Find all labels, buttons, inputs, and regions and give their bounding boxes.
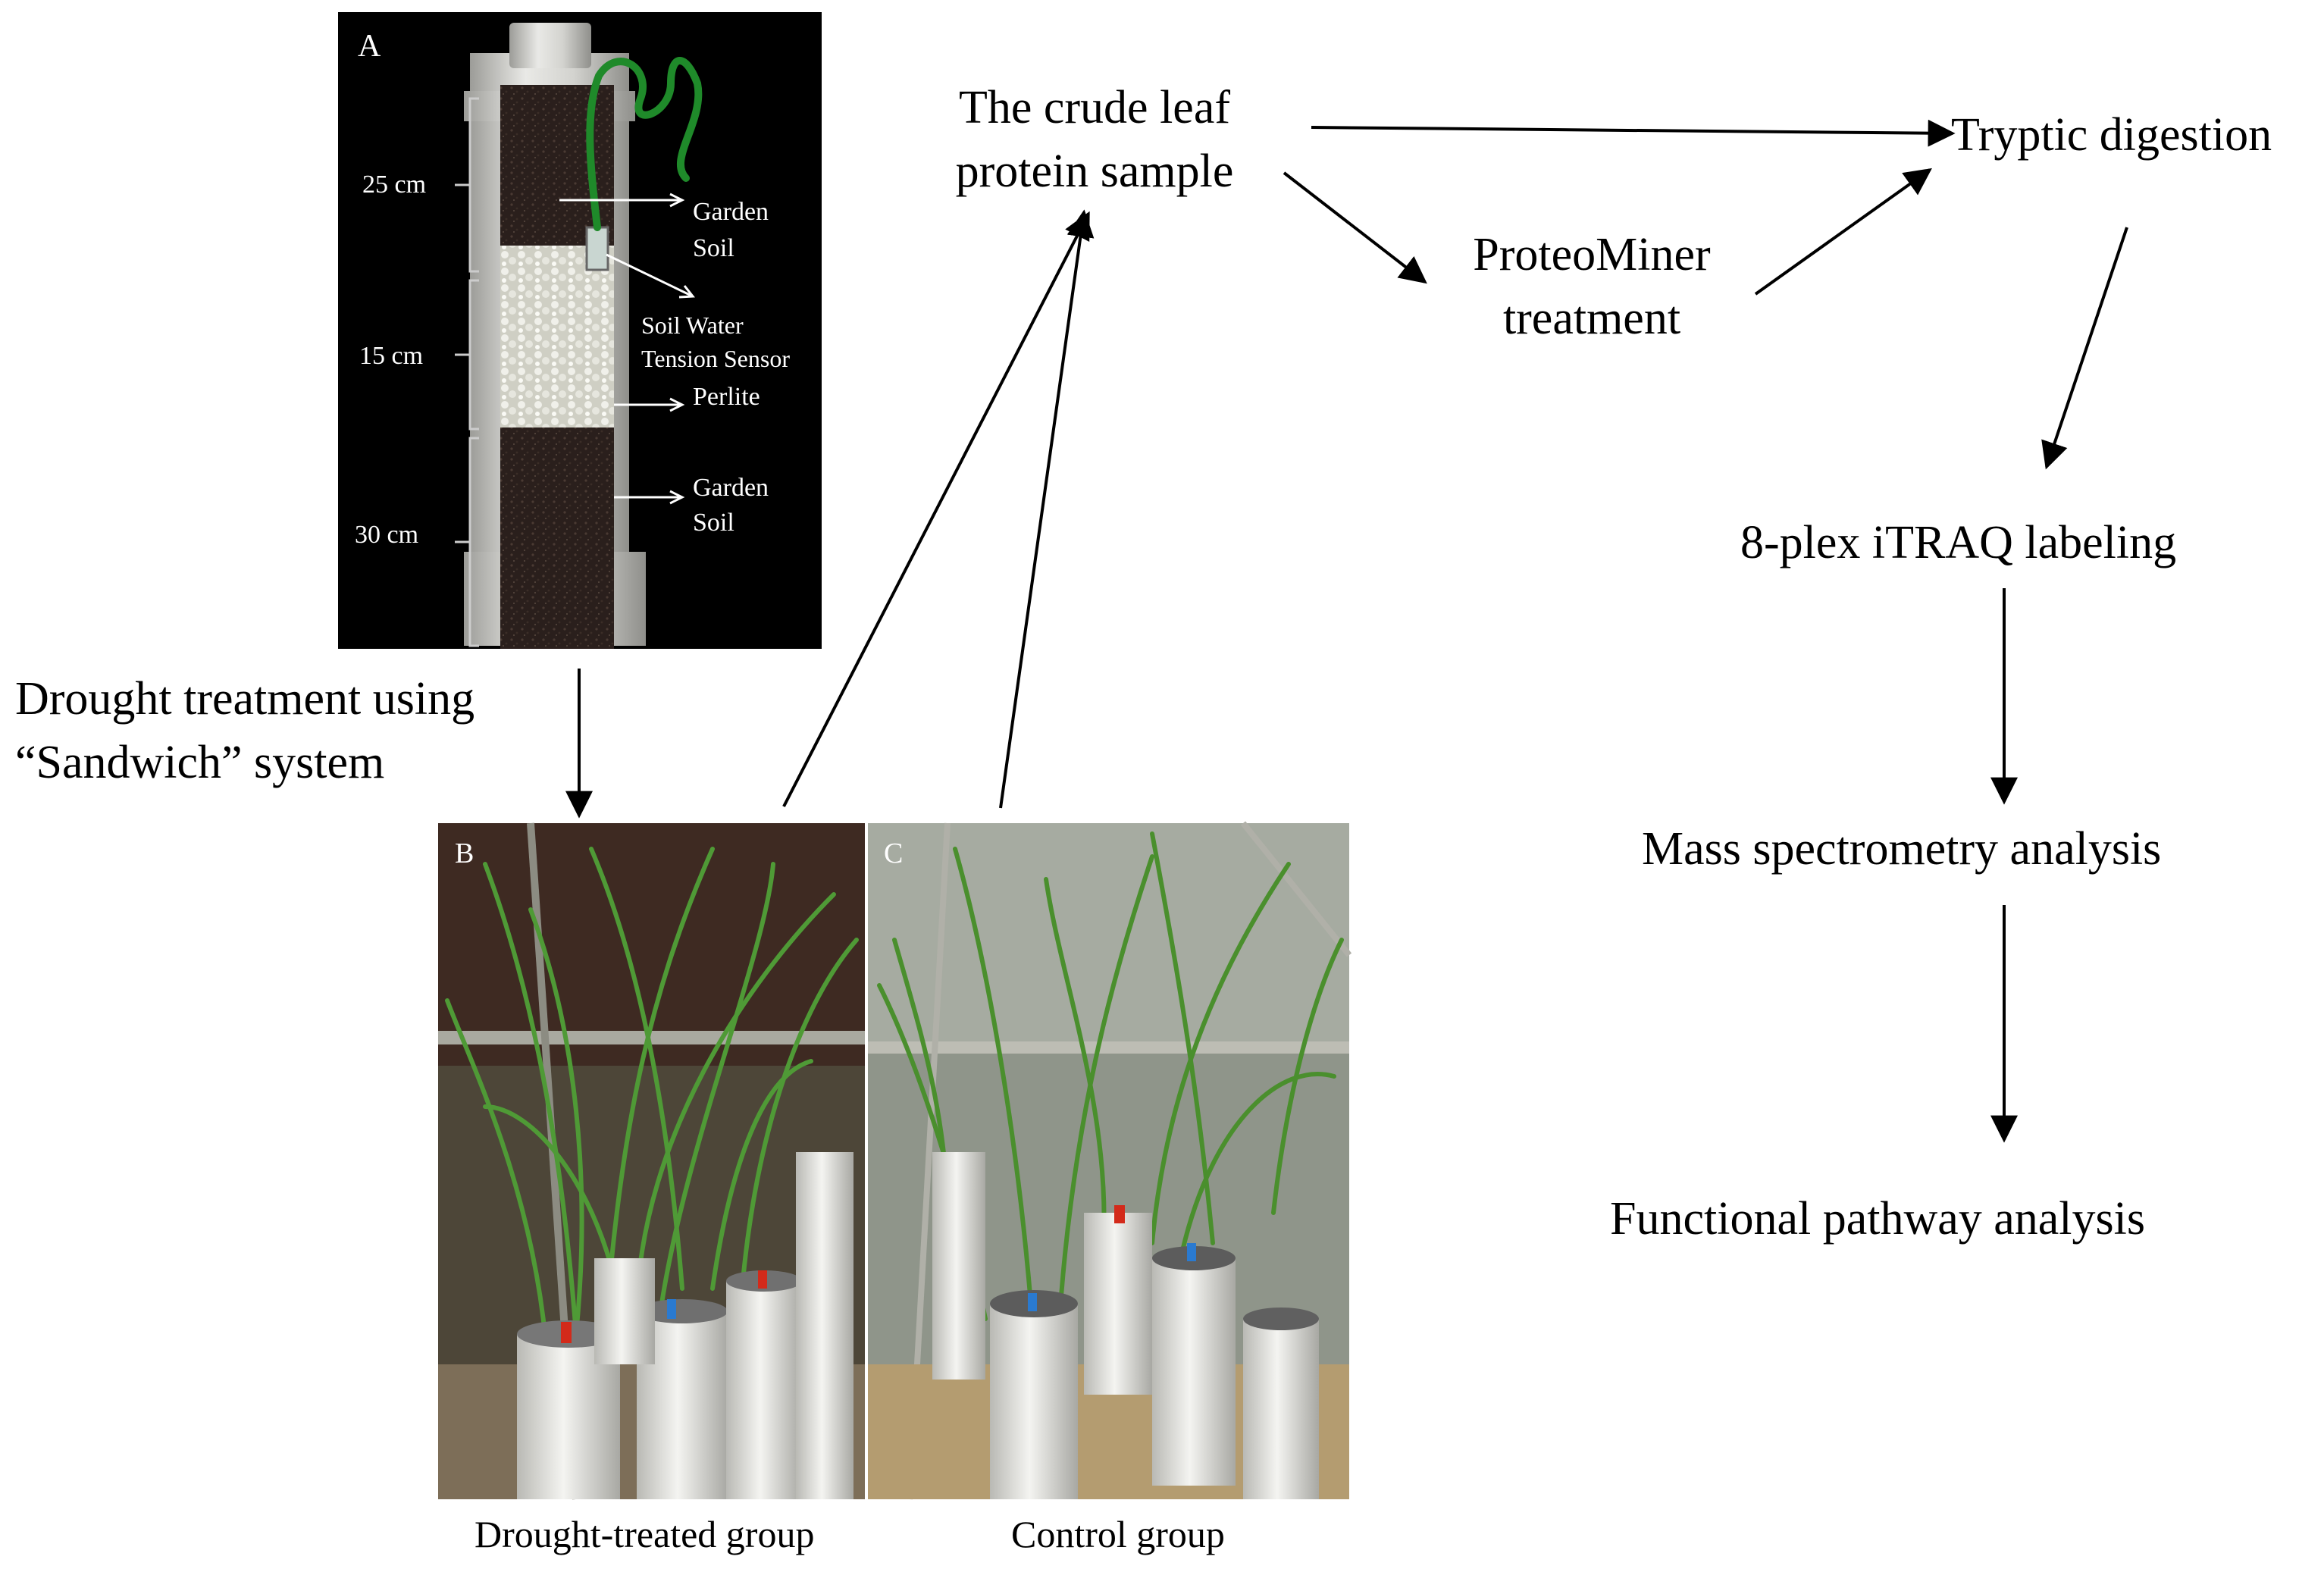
sensor-tube: [586, 57, 703, 231]
soil-water-tension-sensor: [585, 226, 609, 271]
depth-label-bottom: 30 cm: [355, 521, 418, 549]
arrow-tryptic-to-itraq: [2041, 227, 2128, 470]
panel-c-letter: C: [884, 838, 903, 869]
label-sensor-1: Soil Water: [641, 312, 744, 339]
perlite-layer: [500, 246, 614, 427]
panel-a-letter: A: [358, 29, 381, 64]
panel-b-letter: B: [455, 838, 474, 869]
pipe-top-cap: [509, 23, 591, 68]
panel-c-pots: [932, 1152, 1319, 1499]
depth-label-middle: 15 cm: [359, 342, 423, 370]
arrow-sample-to-proteominer: [1283, 171, 1427, 284]
arrow-proteominer-to-tryptic: [1754, 168, 1932, 296]
mass-spectrometry-analysis: Mass spectrometry analysis: [1642, 823, 2162, 875]
garden-soil-bottom-layer: [500, 427, 614, 649]
drought-treatment-label: Drought treatment using “Sandwich” syste…: [15, 673, 475, 788]
panel-c-control-photo: C: [867, 821, 1352, 1500]
tryptic-digestion: Tryptic digestion: [1951, 109, 2272, 161]
panel-b-pots: [517, 1152, 853, 1499]
label-garden-soil-top-1: Garden: [693, 198, 769, 226]
label-perlite: Perlite: [693, 383, 760, 411]
depth-label-top: 25 cm: [362, 171, 426, 199]
arrow-drought-to-sample: [782, 211, 1090, 807]
panel-c-caption: Control group: [1011, 1513, 1225, 1555]
panel-b-caption: Drought-treated group: [475, 1513, 815, 1555]
proteominer-treatment: ProteoMiner treatment: [1473, 229, 1711, 344]
depth-brackets: [455, 97, 479, 647]
label-garden-soil-bottom-1: Garden: [693, 474, 769, 502]
panel-b-drought-photo: B: [438, 822, 866, 1500]
itraq-labeling: 8-plex iTRAQ labeling: [1740, 517, 2177, 568]
label-garden-soil-top-2: Soil: [693, 234, 734, 262]
flow-arrows: [565, 119, 2128, 1143]
functional-pathway-analysis: Functional pathway analysis: [1610, 1193, 2145, 1245]
arrow-control-to-sample: [999, 209, 1095, 809]
label-garden-soil-bottom-2: Soil: [693, 509, 734, 537]
arrow-sample-to-tryptic: [1311, 119, 1956, 147]
label-sensor-2: Tension Sensor: [641, 345, 790, 372]
crude-leaf-protein-sample: The crude leaf protein sample: [955, 82, 1234, 197]
panel-a-sandwich-column: A 25 cm 15 cm 30 cm: [338, 12, 822, 649]
